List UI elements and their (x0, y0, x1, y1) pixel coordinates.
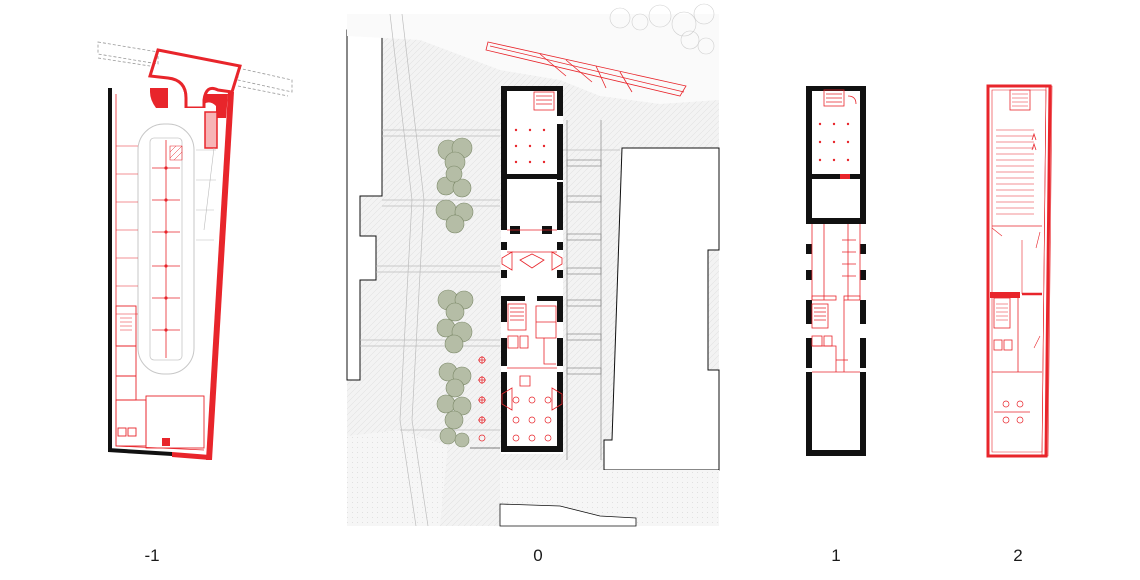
level-label-0: 0 (533, 546, 543, 565)
parking-loop (137, 123, 195, 375)
service-rooms (115, 305, 205, 449)
level-label-1: 1 (831, 546, 841, 565)
plan-level-2 (986, 84, 1053, 458)
context-building-right (603, 147, 720, 471)
ground-floor-building (470, 86, 602, 460)
vegetation-top (609, 3, 715, 55)
level-label-minus-1: -1 (144, 546, 160, 565)
level-label-2: 2 (1013, 546, 1023, 565)
entrance-canopy (485, 41, 687, 97)
trees-row (435, 137, 474, 448)
cafe-tables (478, 356, 552, 442)
plan-level-0 (346, 3, 720, 527)
context-building-left (346, 29, 383, 381)
plan-level-1 (806, 86, 866, 456)
basement-outline (108, 88, 232, 458)
auditorium-seating (996, 129, 1034, 215)
plan-level-minus-1 (97, 41, 293, 460)
